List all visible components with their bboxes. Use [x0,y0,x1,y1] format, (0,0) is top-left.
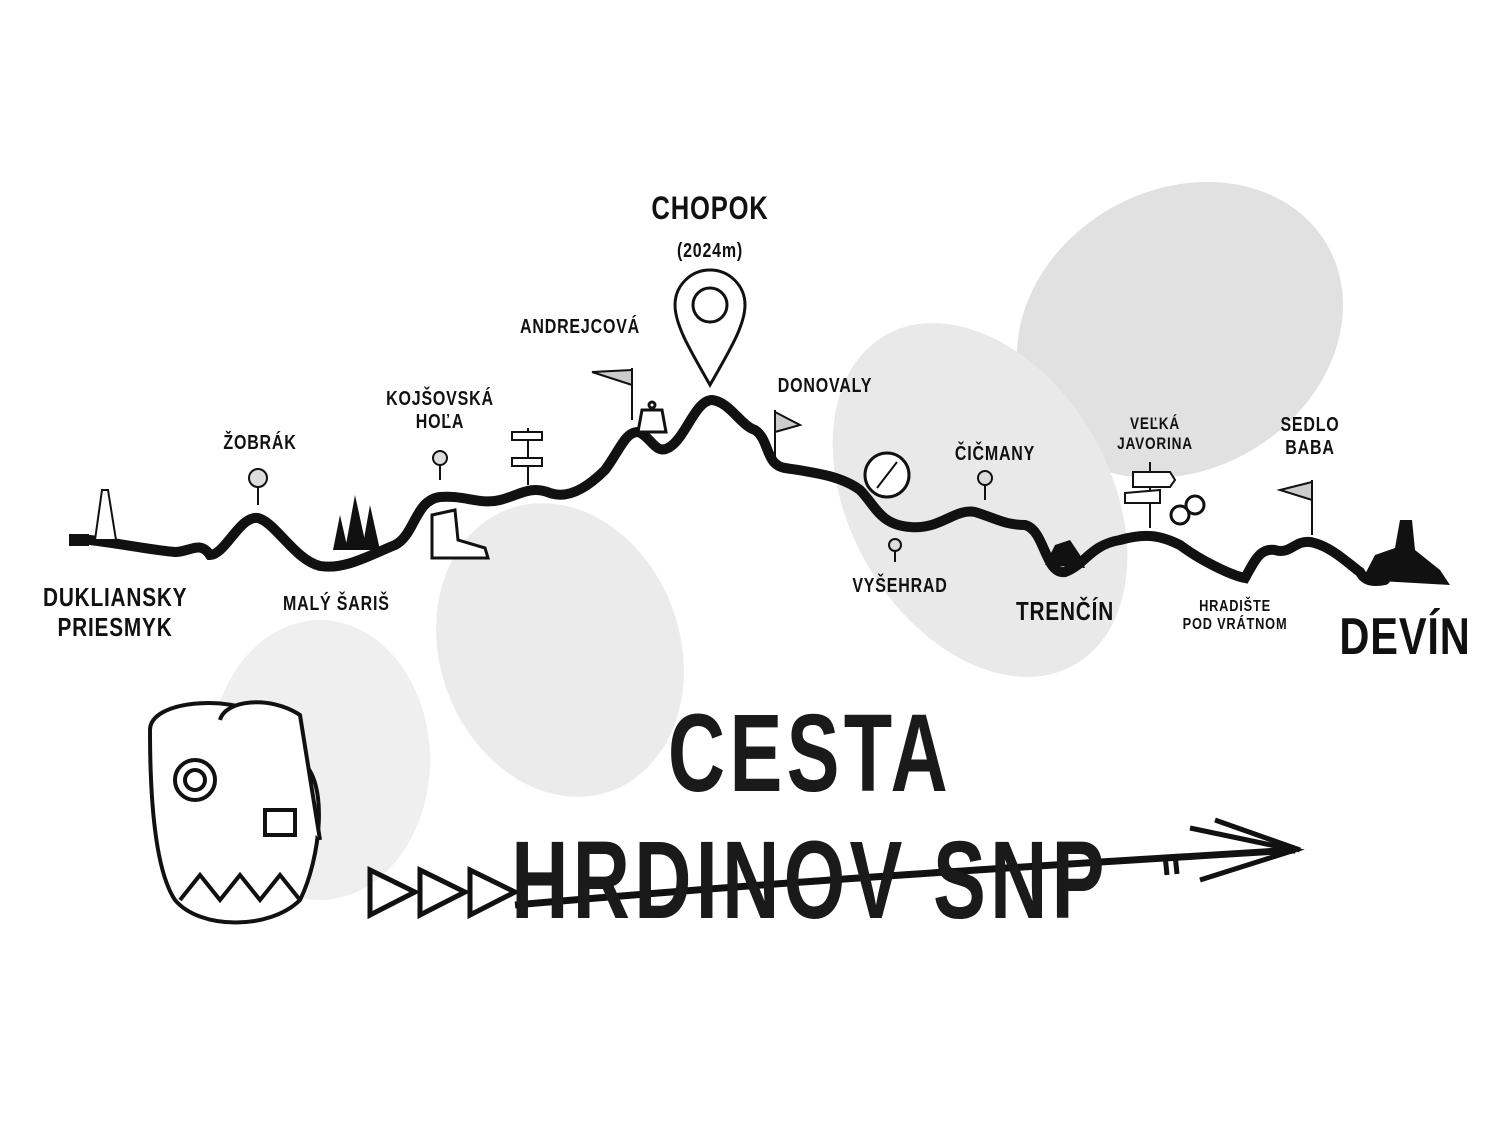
stop-trencin: TRENČÍN [1015,596,1115,626]
stop-vysehrad: VYŠEHRAD [852,575,948,597]
backpack-icon [147,700,322,925]
stop-label-line: HRADIŠTE [1199,598,1271,615]
stop-label-line: HOĽA [415,411,465,433]
stop-zobrak: ŽOBRÁK [223,432,297,454]
trail-line [85,394,1390,586]
stop-donovaly: DONOVALY [777,375,873,397]
stop-chopok: CHOPOK [651,190,769,226]
stop-devin: DEVÍN [1339,608,1471,666]
stop-label-line: JAVORINA [1117,433,1193,453]
chopok-pin-icon [673,268,747,389]
stop-label-line: SEDLO [1280,414,1340,436]
binoculars-icon [1169,494,1206,526]
poster-title: CESTA HRDINOV SNP [511,692,1109,942]
stop-label-line: BABA [1285,437,1335,459]
stop-cicmany: ČIČMANY [954,443,1036,465]
stop-label-line: PRIESMYK [57,611,173,642]
monument-icon [69,489,118,546]
kettle-icon [636,400,668,434]
stop-andrejcova: ANDREJCOVÁ [520,316,641,338]
stop-label-line: VEĽKÁ [1129,414,1181,433]
compass-icon [863,451,911,499]
castle-icon [1045,520,1450,585]
stop-label-line: POD VRÁTNOM [1182,616,1288,634]
signpost-icon [511,428,1177,528]
stop-label-line: DUKLIANSKY [43,582,188,612]
boot-icon [430,508,491,560]
stop-label-line: KOJŠOVSKÁ [386,388,494,410]
arrow-icon [367,817,1305,920]
stop-maly-saris: MALÝ ŠARIŠ [283,593,390,615]
pushpin-icon [248,450,993,562]
tree-icon [333,495,380,550]
flag-icon [591,368,1313,535]
chopok-elevation: (2024m) [676,240,744,262]
